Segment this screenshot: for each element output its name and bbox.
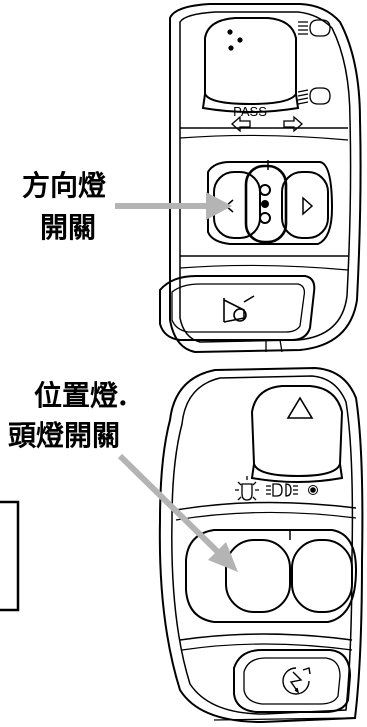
starter-icon	[282, 667, 311, 695]
starter-button	[233, 649, 352, 713]
pass-button	[201, 17, 300, 113]
light-switch-label-line2: 頭燈開關	[8, 419, 121, 452]
turn-signal-pointer-arrow	[115, 192, 232, 220]
right-arrow-icon	[283, 115, 303, 133]
lower-switch-housing	[158, 366, 364, 724]
light-switch-pointer-arrow	[117, 453, 238, 572]
low-beam-icon	[297, 87, 331, 105]
indicator-dot-icon	[308, 485, 318, 495]
upper-switch-housing	[169, 3, 362, 354]
horn-button	[159, 275, 316, 353]
turn-signal-switch	[207, 160, 334, 245]
turn-signal-label-line2: 開關	[40, 211, 97, 244]
position-lamp-icon	[235, 476, 259, 501]
headlamp-icon	[266, 483, 298, 497]
left-arrow-icon	[231, 115, 251, 133]
hazard-triangle-icon	[286, 396, 314, 419]
light-switch-rocker	[185, 529, 358, 623]
turn-signal-label-line1: 方向燈	[22, 169, 107, 202]
horn-icon	[223, 295, 255, 323]
partial-frame	[0, 500, 20, 612]
hazard-button	[250, 385, 344, 483]
light-switch-label-line1: 位置燈.	[34, 379, 128, 412]
high-beam-icon	[298, 19, 331, 37]
pass-label: PASS	[233, 104, 267, 119]
